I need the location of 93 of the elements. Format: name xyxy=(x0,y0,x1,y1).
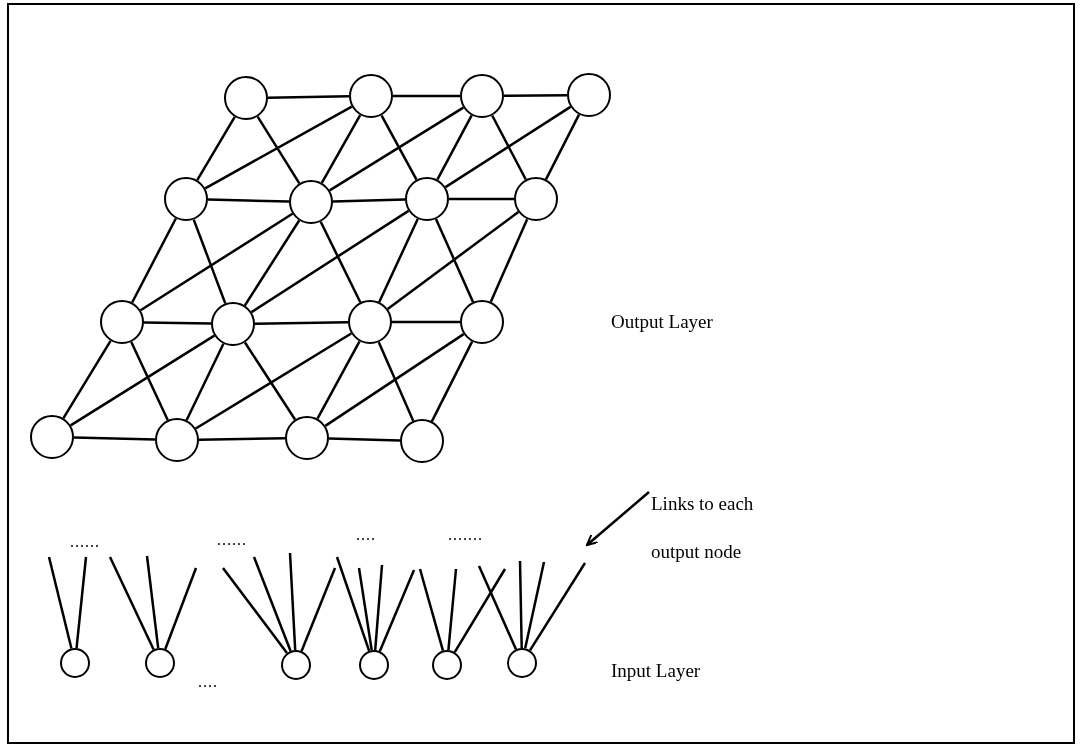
connection-line xyxy=(504,93,567,98)
link-line xyxy=(518,560,523,649)
link-line xyxy=(453,568,507,653)
connection-line xyxy=(255,321,348,325)
link-line xyxy=(418,568,445,651)
link-line xyxy=(357,567,373,651)
neuron-circle xyxy=(567,73,611,117)
neuron-circle xyxy=(507,648,537,678)
neuron-circle xyxy=(224,76,268,120)
link-line xyxy=(378,569,416,652)
link-line xyxy=(288,552,297,651)
link-line xyxy=(300,567,337,652)
connection-line xyxy=(185,343,225,421)
link-line xyxy=(252,556,292,652)
connection-line xyxy=(73,436,156,441)
connection-line xyxy=(243,219,301,307)
connection-line xyxy=(62,340,112,419)
connection-line xyxy=(196,116,236,181)
link-line xyxy=(523,561,546,649)
link-line xyxy=(335,556,371,652)
connection-line xyxy=(250,209,410,314)
link-line xyxy=(145,555,160,649)
link-line xyxy=(75,556,88,649)
connection-line xyxy=(267,95,350,99)
neuron-circle xyxy=(359,650,389,680)
connection-line xyxy=(332,198,406,203)
connection-line xyxy=(378,218,419,303)
connection-line xyxy=(199,437,285,441)
neuron-circle xyxy=(164,177,208,221)
ellipsis-dots: ....... xyxy=(448,529,483,541)
neuron-circle xyxy=(285,416,329,460)
neuron-circle xyxy=(460,74,504,118)
neuron-circle xyxy=(514,177,558,221)
connection-line xyxy=(139,212,294,312)
connection-line xyxy=(489,218,529,303)
link-line xyxy=(373,564,384,651)
neuron-circle xyxy=(460,300,504,344)
connection-line xyxy=(434,218,475,303)
connection-line xyxy=(377,341,415,422)
connection-line xyxy=(324,333,465,427)
connection-line xyxy=(386,211,520,310)
connection-line xyxy=(256,116,301,184)
neuron-circle xyxy=(60,648,90,678)
neuron-circle xyxy=(400,419,444,463)
neuron-circle xyxy=(289,180,333,224)
connection-line xyxy=(444,105,572,189)
ellipsis-dots: .... xyxy=(198,676,218,688)
connection-line xyxy=(436,114,473,181)
connection-line xyxy=(328,437,401,442)
neuron-circle xyxy=(100,300,144,344)
link-line xyxy=(447,568,458,651)
connection-line xyxy=(430,341,474,422)
neuron-circle xyxy=(405,177,449,221)
neuron-circle xyxy=(155,418,199,462)
connection-line xyxy=(491,114,527,181)
neuron-circle xyxy=(432,650,462,680)
link-line xyxy=(222,567,288,654)
connection-line xyxy=(544,114,581,180)
connection-line xyxy=(207,198,290,203)
neuron-circle xyxy=(30,415,74,459)
connection-line xyxy=(195,332,352,430)
ellipsis-dots: ...... xyxy=(217,534,247,546)
connection-line xyxy=(204,105,353,190)
connection-line xyxy=(192,219,227,304)
connection-line xyxy=(319,221,362,303)
connection-line xyxy=(380,114,418,181)
neuron-circle xyxy=(145,648,175,678)
link-line xyxy=(477,565,518,650)
link-line xyxy=(164,567,198,650)
link-line xyxy=(528,562,587,651)
ellipsis-dots: .... xyxy=(356,529,376,541)
connection-line xyxy=(130,341,169,421)
connection-line xyxy=(329,106,464,192)
ellipsis-dots: ...... xyxy=(70,536,100,548)
neuron-circle xyxy=(211,302,255,346)
connection-line xyxy=(316,340,361,420)
layer-label: Output Layer xyxy=(611,311,713,333)
neuron-circle xyxy=(348,300,392,344)
annotation-text: Links to each output node xyxy=(651,480,791,576)
connection-line xyxy=(393,94,460,98)
connection-line xyxy=(131,217,177,304)
layer-label: Input Layer xyxy=(611,660,701,682)
connection-line xyxy=(143,321,212,325)
connection-line xyxy=(392,320,460,324)
link-line xyxy=(47,556,73,649)
connection-line xyxy=(320,114,362,184)
connection-line xyxy=(449,197,514,201)
neuron-circle xyxy=(349,74,393,118)
connection-line xyxy=(243,341,297,421)
link-line xyxy=(108,556,155,650)
leader-arrow xyxy=(586,491,650,546)
connection-line xyxy=(70,334,215,427)
neuron-circle xyxy=(281,650,311,680)
